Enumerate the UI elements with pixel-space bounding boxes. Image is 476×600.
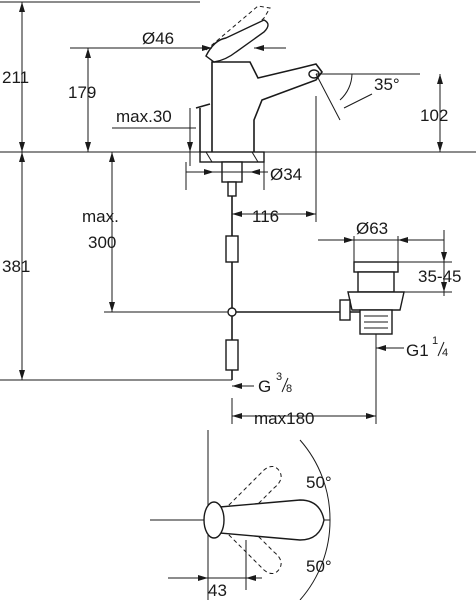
hole-diameter-label: Ø34: [270, 165, 302, 184]
dimension-max300: [104, 152, 230, 313]
supply-thread-numerator: 3: [276, 371, 282, 383]
supply-thread-slash: [281, 377, 289, 393]
dimension-211-label: 211: [2, 68, 29, 87]
waste-thread-denominator: 4: [442, 347, 448, 359]
spout-angle-label: 35°: [374, 75, 400, 94]
faucet-top-view: [150, 430, 331, 600]
waste-thread-label: G1: [406, 341, 429, 360]
dimension-116-label: 116: [252, 207, 279, 226]
dimension-179: [85, 48, 91, 152]
dimension-max300-label-line1: max.: [82, 207, 119, 226]
drain-waste-assembly: [339, 261, 405, 335]
dimension-381-label: 381: [2, 257, 30, 276]
rotation-upper-label: 50°: [306, 473, 332, 492]
dimension-hole-diameter: [185, 162, 268, 190]
dimension-211: [19, 2, 25, 152]
base-diameter-label: Ø46: [142, 29, 174, 48]
faucet-side-view: [195, 5, 323, 152]
dimension-base-diameter: [134, 45, 286, 51]
dimension-max300-label-line2: 300: [88, 233, 116, 252]
dimension-max30: [112, 108, 196, 166]
waste-thread-numerator: 1: [432, 335, 438, 347]
trap-range-label: 35-45: [418, 267, 461, 286]
dimension-waste-thread: [375, 334, 404, 356]
dimension-179-label: 179: [68, 83, 96, 102]
dimension-381: [19, 152, 25, 380]
trap-diameter-label: Ø63: [356, 219, 388, 238]
dimension-trap-range: [398, 230, 452, 296]
spout-angle-annotation: [315, 73, 420, 121]
dimension-102: [437, 74, 443, 152]
dimension-trap-diameter: [318, 236, 444, 262]
dimension-supply-thread: [232, 383, 254, 389]
dimension-43-label: 43: [208, 581, 227, 600]
dimension-max180-label: max180: [254, 409, 314, 428]
dimension-max30-label: max.30: [116, 107, 172, 126]
supply-thread-label: G: [258, 377, 271, 396]
dimension-102-label: 102: [420, 106, 448, 125]
rotation-lower-label: 50°: [306, 557, 332, 576]
dimension-43: [168, 540, 262, 590]
spout-angle-leader: [343, 93, 373, 109]
waste-thread-slash: [437, 341, 445, 357]
popup-linkage: [225, 262, 360, 380]
dimension-116: [231, 96, 317, 222]
supply-thread-denominator: 8: [286, 383, 292, 395]
